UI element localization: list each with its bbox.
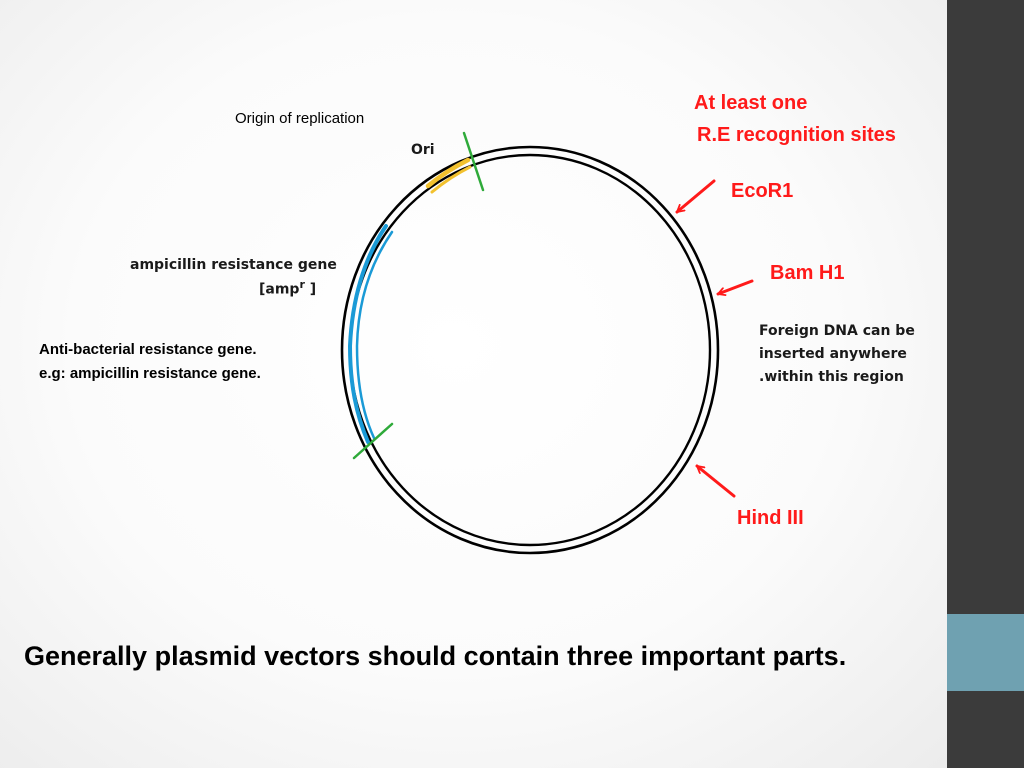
amp-gene-label-line2: [ampr ] (259, 278, 317, 298)
amp-gene-label-line1: ampicillin resistance gene (130, 257, 337, 273)
foreign-dna-label-line3: .within this region (759, 369, 904, 385)
bamh1-arrow (716, 279, 754, 294)
amp-gene-label-superscript: r (299, 278, 305, 291)
amp-resistance-segment (347, 224, 388, 444)
amp-gene-label-suffix: ] (309, 281, 317, 298)
re-sites-label-line1: At least one (694, 92, 808, 114)
amp-resistance-segment-inner (355, 230, 394, 440)
ori-label: Ori (411, 142, 435, 158)
ori-boundary-marker (462, 131, 485, 192)
hind3-arrow (695, 464, 736, 498)
amp-boundary-marker (352, 422, 394, 460)
slide-background (0, 0, 947, 768)
amp-gene-label-prefix: [amp (259, 281, 300, 298)
sidebar-accent-block (947, 614, 1024, 691)
plasmid-diagram (340, 131, 754, 555)
plasmid-inner-ring (348, 153, 712, 547)
foreign-dna-label-line2: inserted anywhere (759, 346, 907, 362)
foreign-dna-label-line1: Foreign DNA can be (759, 323, 915, 339)
origin-of-replication-label: Origin of replication (235, 110, 365, 127)
anti-bacterial-label-line1: Anti-bacterial resistance gene. (39, 341, 257, 358)
ori-segment (425, 157, 471, 189)
footer-statement: Generally plasmid vectors should contain… (24, 641, 847, 671)
re-sites-label-line2: R.E recognition sites (697, 124, 896, 146)
plasmid-outer-ring (340, 145, 720, 555)
anti-bacterial-label-line2: e.g: ampicillin resistance gene. (39, 365, 261, 382)
ecor1-label: EcoR1 (731, 180, 794, 202)
bamh1-label: Bam H1 (770, 262, 845, 284)
ecor1-arrow (675, 179, 716, 214)
ori-segment-inner (430, 165, 472, 194)
hind3-label: Hind III (737, 507, 804, 529)
